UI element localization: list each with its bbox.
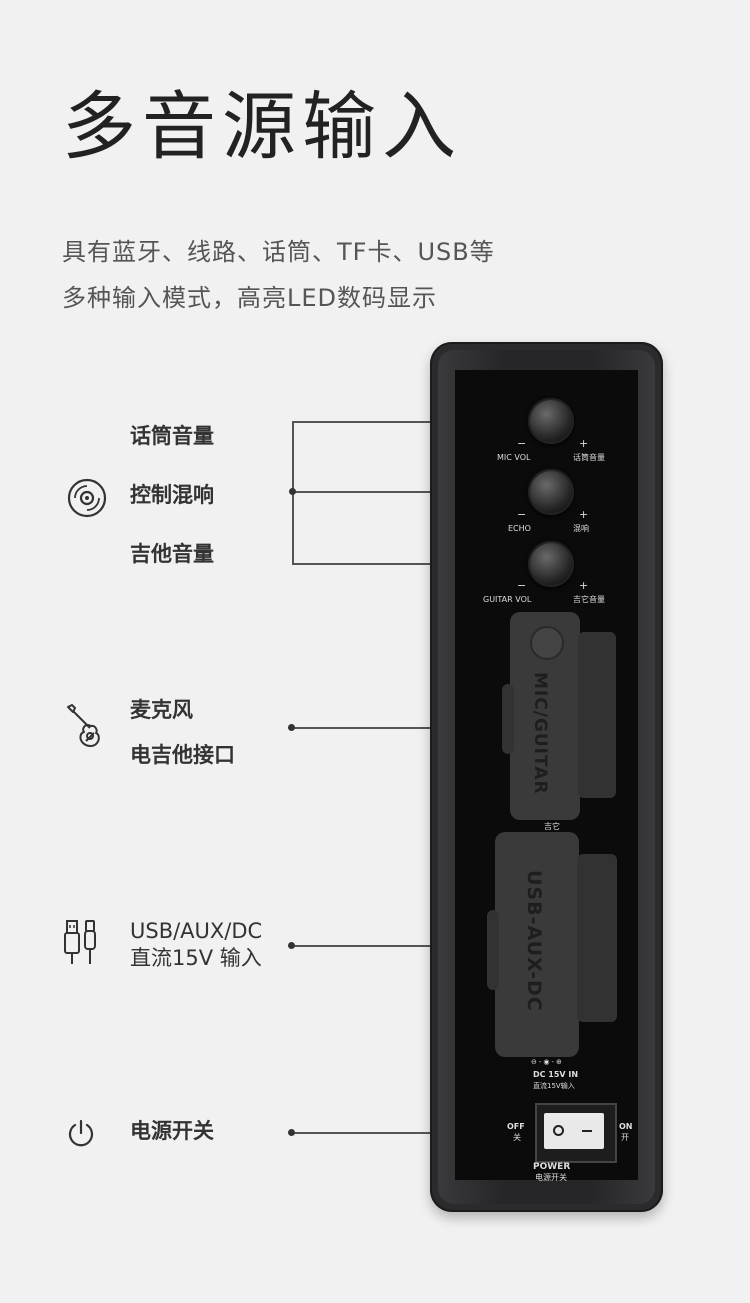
disc-icon <box>67 478 107 518</box>
dc-input-cn: 直流15V输入 <box>533 1082 575 1090</box>
usb-aux-dc-jack-cover[interactable]: USB-AUX-DC <box>487 832 617 1057</box>
pointer-line-mic-volume <box>292 421 542 423</box>
label-microphone: 麦克风 <box>130 698 193 722</box>
off-label: OFF <box>507 1122 525 1131</box>
subtitle-line-1: 具有蓝牙、线路、话筒、TF卡、USB等 <box>62 238 495 266</box>
usb-cable-icon <box>64 920 96 964</box>
echo-knob[interactable] <box>528 469 574 515</box>
label-power-switch: 电源开关 <box>130 1119 214 1143</box>
mic-guitar-cover-knob <box>530 626 564 660</box>
power-label: POWER <box>533 1162 571 1172</box>
pointer-dot-mic-guitar <box>288 724 295 731</box>
label-guitar-volume: 吉他音量 <box>130 542 214 566</box>
label-echo-control: 控制混响 <box>130 483 214 507</box>
knob3-label-cn: 吉它音量 <box>573 595 605 604</box>
knob2-plus: + <box>579 508 589 521</box>
label-electric-guitar-port: 电吉他接口 <box>130 743 235 767</box>
knob2-label-en: ECHO <box>508 524 531 533</box>
mic-guitar-cover-tab <box>502 684 514 754</box>
usb-aux-dc-jack-text: USB-AUX-DC <box>523 870 545 1012</box>
usb-aux-dc-cover-tab <box>487 910 499 990</box>
mic-guitar-jack-text: MIC/GUITAR <box>530 672 550 795</box>
pointer-line-mic-guitar <box>292 727 502 729</box>
pointer-dot-power <box>288 1129 295 1136</box>
knob1-minus: − <box>517 437 527 450</box>
jack1-sub-label: 吉它 <box>544 822 560 831</box>
usb-aux-dc-cover-side <box>577 854 617 1022</box>
guitar-icon <box>67 704 100 747</box>
control-panel: − + MIC VOL 话筒音量 − + ECHO 混响 − + GUITAR … <box>455 370 638 1182</box>
pointer-line-guitar-volume <box>292 563 542 565</box>
knob2-minus: − <box>517 508 527 521</box>
on-symbol <box>582 1130 592 1132</box>
device-rear-panel: − + MIC VOL 话筒音量 − + ECHO 混响 − + GUITAR … <box>430 342 663 1212</box>
knob2-label-cn: 混响 <box>573 524 589 533</box>
off-symbol <box>553 1125 564 1136</box>
knob3-plus: + <box>579 579 589 592</box>
mic-guitar-jack-cover[interactable]: MIC/GUITAR <box>502 612 616 820</box>
pointer-line-power <box>292 1132 488 1134</box>
label-dc-15v-input: 直流15V 输入 <box>130 946 262 970</box>
knob1-label-cn: 话筒音量 <box>573 453 605 462</box>
pointer-line-echo <box>292 491 542 493</box>
power-label-cn: 电源开关 <box>535 1173 567 1182</box>
on-label-cn: 开 <box>621 1133 629 1142</box>
mic-guitar-cover-side <box>578 632 616 798</box>
guitar-volume-knob[interactable] <box>528 541 574 587</box>
knob3-minus: − <box>517 579 527 592</box>
off-label-cn: 关 <box>513 1133 521 1142</box>
power-icon <box>68 1119 94 1147</box>
subtitle-line-2: 多种输入模式，高亮LED数码显示 <box>62 284 438 312</box>
dc-polarity-symbol: ⊖-◉-⊕ <box>531 1058 564 1066</box>
on-label: ON <box>619 1122 633 1131</box>
pointer-line-usb <box>292 945 497 947</box>
knob3-label-en: GUITAR VOL <box>483 595 532 604</box>
pointer-dot-knobs <box>289 488 296 495</box>
knob1-plus: + <box>579 437 589 450</box>
pointer-dot-usb <box>288 942 295 949</box>
page-title: 多音源输入 <box>62 84 462 170</box>
label-mic-volume: 话筒音量 <box>130 424 214 448</box>
knob1-label-en: MIC VOL <box>497 453 531 462</box>
mic-volume-knob[interactable] <box>528 398 574 444</box>
dc-input-label: DC 15V IN <box>533 1070 579 1079</box>
label-usb-aux-dc: USB/AUX/DC <box>130 919 263 943</box>
rocker-face <box>544 1113 604 1149</box>
power-rocker-switch[interactable] <box>535 1103 617 1163</box>
